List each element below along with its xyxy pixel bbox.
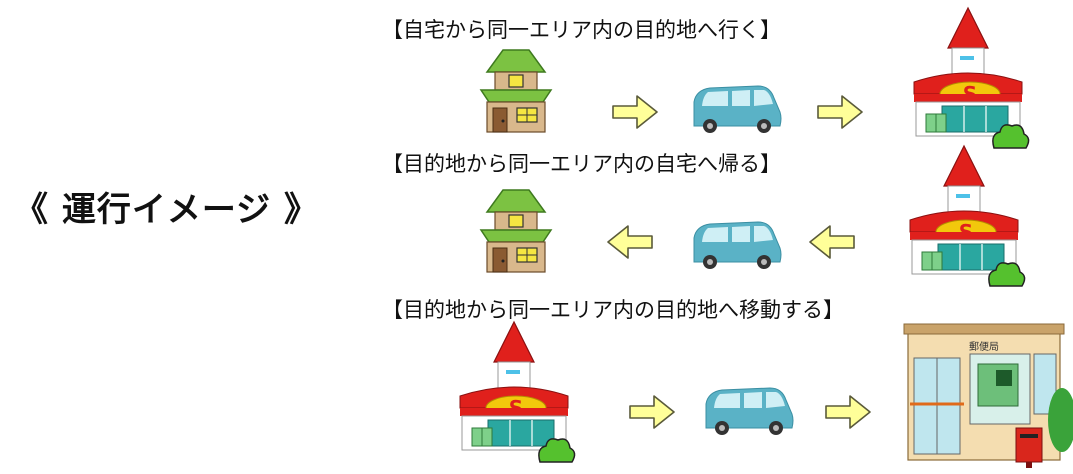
main-label: 《 運行イメージ 》 [14,190,319,230]
row-title-2: 【目的地から同一エリア内の自宅へ帰る】 [382,152,781,176]
house-icon [480,49,552,133]
arrow-right-icon [612,95,658,129]
store-icon [913,7,1030,149]
arrow-right-icon [629,395,675,429]
house-icon [480,189,552,273]
store-icon [909,145,1026,287]
van-icon [693,221,782,270]
arrow-left-icon [809,225,855,259]
arrow-right-icon [825,395,871,429]
arrow-right-icon [817,95,863,129]
row-title-1: 【自宅から同一エリア内の目的地へ行く】 [382,18,781,42]
post-office-icon: 郵便局 [902,322,1073,470]
post-office-sign: 郵便局 [969,340,999,353]
van-icon [693,85,782,134]
row-title-3: 【目的地から同一エリア内の目的地へ移動する】 [382,298,844,322]
store-icon [459,321,576,463]
arrow-left-icon [607,225,653,259]
van-icon [705,387,794,436]
